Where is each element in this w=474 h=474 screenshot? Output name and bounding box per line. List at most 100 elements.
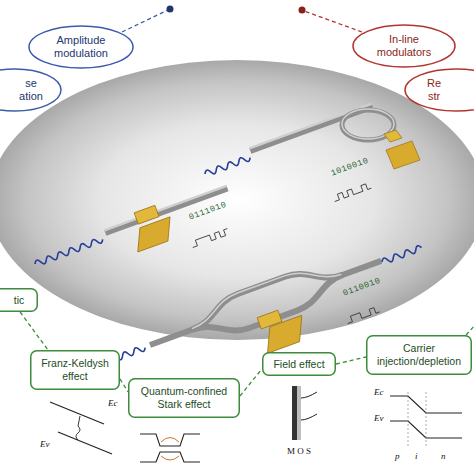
ellipse-outline	[352, 24, 456, 68]
metal-layer	[292, 386, 297, 440]
band-label: Ev	[40, 440, 50, 450]
ellipse-shape	[29, 26, 133, 68]
grey-halo	[0, 60, 474, 340]
waveguide	[341, 258, 383, 278]
text-holder: Field effect	[266, 358, 332, 371]
wavefunction	[161, 456, 179, 460]
rounded-outline	[128, 378, 240, 418]
ellipse-shape	[353, 25, 455, 67]
effect-box: Quantum-confined Stark effect	[128, 378, 240, 418]
rounded-outline	[366, 335, 472, 375]
bit-pulse	[191, 229, 230, 248]
mach-zehnder	[144, 243, 398, 390]
region-label: i	[415, 452, 418, 462]
effect-box: Franz-Keldysh effect	[30, 350, 120, 390]
bit-stream: 0110010	[342, 277, 382, 299]
electrode	[134, 205, 159, 224]
dashed-connector	[336, 357, 366, 364]
category-ellipse: In-line modulators	[352, 24, 456, 68]
band-bend	[301, 392, 317, 398]
rounded-outline	[262, 352, 336, 376]
bit-pulse	[346, 306, 380, 323]
waveguide-top	[249, 103, 372, 150]
pulse-trace	[191, 229, 230, 248]
box-shape	[367, 336, 472, 375]
light-wave	[34, 237, 104, 267]
ellipse-outline	[28, 25, 134, 69]
ellipse-outline	[0, 68, 62, 112]
pulse-trace	[346, 306, 380, 323]
text-holder: Quantum-confined Stark effect	[134, 385, 234, 410]
band-label: Ec	[374, 388, 384, 398]
text-holder: tic	[4, 294, 34, 307]
text-holder: Re str	[423, 77, 445, 103]
rounded-outline	[30, 350, 120, 390]
light-wave	[381, 245, 423, 265]
dashed-leader	[122, 10, 168, 32]
light-wave	[99, 345, 146, 367]
node-text: se ation	[17, 77, 45, 103]
end-dot	[167, 6, 174, 13]
electrode-pad	[268, 315, 302, 353]
wavefunction	[161, 438, 179, 443]
waveguide	[149, 326, 194, 347]
wave-path	[204, 155, 251, 177]
ellipse-shape	[405, 69, 474, 111]
text-holder: In-line modulators	[373, 33, 435, 59]
region-label: p	[395, 452, 400, 462]
dashed-leader	[466, 324, 474, 335]
bit-pulse	[333, 183, 372, 202]
text-holder: se ation	[17, 77, 45, 103]
box-shape	[31, 351, 120, 390]
node-text: Field effect	[266, 358, 332, 371]
text-holder: Carrier injection/depletion	[370, 342, 468, 367]
pulse-trace	[333, 183, 372, 202]
phase-modulator	[102, 180, 237, 260]
conduction-band	[50, 402, 104, 424]
effect-box: tic	[0, 288, 38, 312]
effect-box: Field effect	[262, 352, 336, 376]
node-text: Amplitude modulation	[50, 34, 112, 60]
category-ellipse: se ation	[0, 68, 62, 112]
node-text: Quantum-confined Stark effect	[134, 385, 234, 410]
electrode-pad	[386, 141, 420, 169]
well-valence	[140, 452, 200, 462]
wave-path	[381, 245, 423, 265]
band-bend	[301, 414, 317, 420]
region-label: n	[441, 452, 446, 462]
box-shape	[263, 353, 336, 376]
dashed-connector	[240, 369, 262, 396]
bit-stream: 1010010	[330, 157, 370, 179]
category-ellipse: Re str	[404, 68, 474, 112]
wave-path	[99, 345, 146, 367]
rounded-outline	[0, 288, 38, 312]
electrode	[384, 130, 402, 142]
tunnel-arrow	[76, 416, 80, 440]
node-text: In-line modulators	[373, 33, 435, 59]
arm-highlight	[186, 257, 343, 329]
ellipse-outline	[404, 68, 474, 112]
effect-box: Carrier injection/depletion	[366, 335, 472, 375]
text-holder: Amplitude modulation	[50, 34, 112, 60]
node-text: tic	[4, 294, 34, 307]
light-wave	[204, 155, 251, 177]
dashed-connector	[20, 312, 48, 350]
category-ellipse: Amplitude modulation	[28, 25, 134, 69]
well-conduction	[140, 434, 200, 446]
layer-label: M O S	[287, 447, 311, 457]
box-shape	[0, 289, 37, 312]
region-divider	[408, 392, 426, 448]
band-label: Ev	[374, 414, 384, 424]
wave-path	[34, 237, 104, 267]
oxide-layer	[297, 386, 301, 440]
box-shape	[129, 379, 240, 418]
end-dot	[299, 7, 306, 14]
bit-stream: 0111010	[188, 201, 228, 223]
valence-band	[58, 432, 112, 454]
dashed-leader	[304, 11, 362, 32]
band-label: Ec	[108, 399, 118, 409]
